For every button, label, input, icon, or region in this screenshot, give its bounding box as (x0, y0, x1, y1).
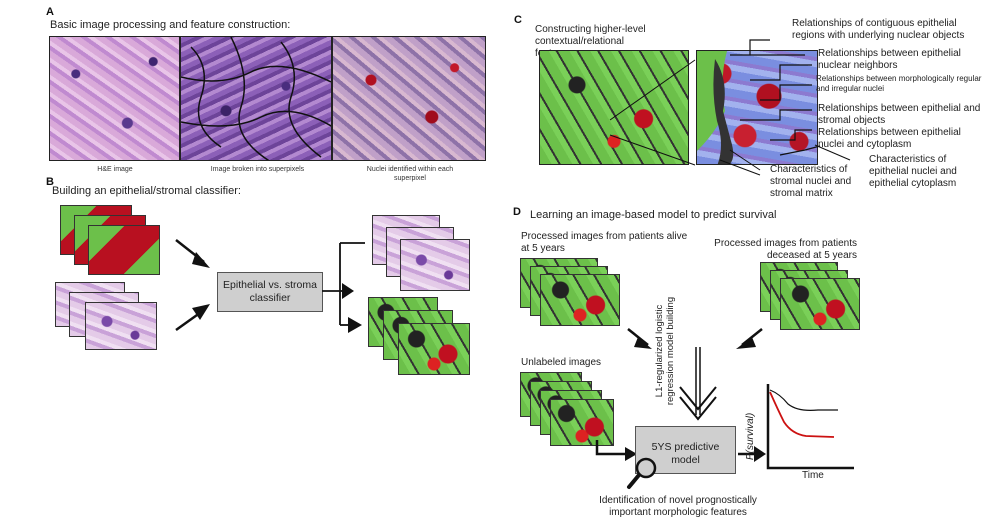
classifier-output-arrows (322, 242, 365, 333)
tissue-card (85, 302, 157, 350)
panel-b-title: Building an epithelial/stromal classifie… (52, 185, 241, 197)
panel-a-letter: A (46, 6, 54, 18)
panel-d-letter: D (513, 206, 521, 218)
zoomed-map-image (696, 50, 818, 165)
classifier-input-arrows (175, 239, 210, 332)
regression-label: L1-regularized logistic regression model… (654, 296, 676, 406)
label-epithelial-characteristics: Characteristics of epithelial nuclei and… (869, 154, 957, 189)
superpixel-image (180, 36, 332, 161)
unlabeled-label: Unlabeled images (521, 357, 602, 368)
alive-card (540, 274, 620, 326)
deceased-card (780, 278, 860, 330)
panel-d-title: Learning an image-based model to predict… (530, 209, 777, 221)
unlabeled-arrow (595, 440, 637, 461)
caption-nuclei: Nuclei identified within each superpixel (366, 166, 454, 182)
unlabeled-card (550, 399, 614, 446)
label-regular-irregular: Relationships between morphologically re… (816, 74, 982, 93)
panel-b-letter: B (46, 176, 54, 188)
survival-curve-red (769, 391, 835, 438)
plot-y-label: P(survival) (745, 412, 756, 460)
caption-superpixels: Image broken into superpixels (210, 166, 305, 173)
survival-curve-black (769, 389, 838, 411)
regression-arrows (627, 328, 763, 421)
label-epithelial-stromal: Relationships between epithelial and str… (818, 103, 981, 126)
epithelial-output-stack (372, 215, 482, 291)
output-card (400, 239, 470, 291)
zoomed-overlay (697, 51, 734, 164)
alive-label: Processed images from patients alive at … (521, 231, 688, 254)
model-output-arrow (738, 446, 766, 462)
plot-axes (766, 384, 854, 470)
superpixel-boundaries (181, 37, 331, 160)
magnifier-icon (627, 457, 657, 489)
unlabeled-image-stack (520, 372, 640, 452)
map-card (88, 225, 160, 275)
panel-c-leader-lines (609, 39, 851, 176)
classifier-box: Epithelial vs. stroma classifier (217, 272, 323, 312)
predictive-model-label: 5YS predictive model (651, 441, 720, 466)
label-contiguous-epithelial: Relationships of contiguous epithelial r… (792, 18, 965, 41)
panel-a-title: Basic image processing and feature const… (50, 19, 291, 31)
panel-c-letter: C (514, 14, 522, 26)
novel-features-label: Identification of novel prognostically i… (599, 495, 757, 518)
label-nuclei-cytoplasm: Relationships between epithelial nuclei … (818, 127, 961, 150)
caption-he: H&E image (97, 166, 133, 173)
output-card (398, 323, 470, 375)
nuclei-image (332, 36, 486, 161)
survival-plot (766, 384, 854, 470)
plot-x-label: Time (802, 470, 824, 481)
contextual-map-image (539, 50, 689, 165)
he-image (49, 36, 180, 161)
deceased-label: Processed images from patients deceased … (714, 238, 857, 261)
label-stromal-characteristics: Characteristics of stromal nuclei and st… (770, 164, 852, 199)
labeled-map-stack (60, 205, 170, 275)
stromal-output-stack (368, 297, 483, 377)
regression-label-holder: L1-regularized logistic regression model… (630, 297, 704, 405)
tissue-stack (55, 282, 170, 352)
deceased-image-stack (760, 262, 870, 332)
alive-image-stack (520, 258, 630, 328)
label-epithelial-neighbors: Relationships between epithelial nuclear… (818, 48, 961, 71)
